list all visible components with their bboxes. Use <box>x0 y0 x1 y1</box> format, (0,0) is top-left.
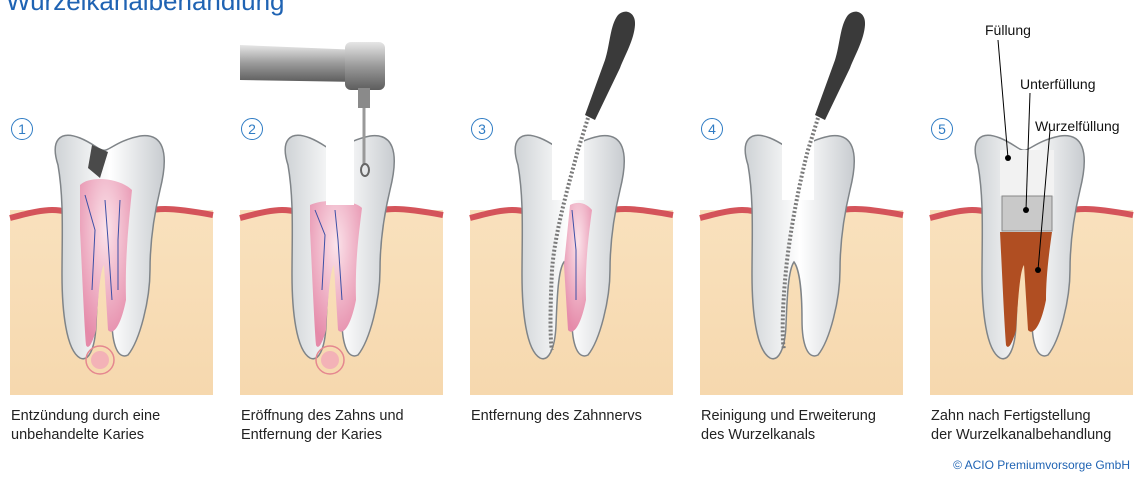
tooth-2-illustration <box>230 0 443 400</box>
label-fuellung: Füllung <box>985 22 1031 38</box>
panel-2: 2 Eröffnung des Zahns und Entfernung der… <box>230 0 443 477</box>
caption-line-2: unbehandelte Karies <box>11 426 223 445</box>
caption-line-1: Reinigung und Erweiterung <box>701 407 913 426</box>
caption: Zahn nach Fertigstellung der Wurzelkanal… <box>931 407 1136 445</box>
caption-line-2: Entfernung der Karies <box>241 426 453 445</box>
caption-line-1: Entfernung des Zahnnervs <box>471 407 683 426</box>
caption-line-1: Zahn nach Fertigstellung <box>931 407 1136 426</box>
caption: Entfernung des Zahnnervs <box>471 407 683 426</box>
caption-line-2: des Wurzelkanals <box>701 426 913 445</box>
tooth-4-illustration <box>690 0 903 400</box>
panel-1: 1 Entzündung durch eine unbehandelte Kar… <box>0 0 213 477</box>
tooth-5-illustration <box>920 0 1133 400</box>
step-number: 2 <box>241 118 263 140</box>
step-number: 5 <box>931 118 953 140</box>
caption: Entzündung durch eine unbehandelte Karie… <box>11 407 223 445</box>
step-number: 1 <box>11 118 33 140</box>
step-number: 4 <box>701 118 723 140</box>
label-unterfuellung: Unterfüllung <box>1020 76 1096 92</box>
caption: Reinigung und Erweiterung des Wurzelkana… <box>701 407 913 445</box>
caption: Eröffnung des Zahns und Entfernung der K… <box>241 407 453 445</box>
label-wurzelfuellung: Wurzelfüllung <box>1035 118 1120 134</box>
caption-line-1: Entzündung durch eine <box>11 407 223 426</box>
step-number: 3 <box>471 118 493 140</box>
panel-5: Füllung Unterfüllung Wurzelfüllung 5 Zah… <box>920 0 1133 477</box>
copyright-notice: © ACIO Premiumvorsorge GmbH <box>953 458 1130 472</box>
tooth-3-illustration <box>460 0 673 400</box>
caption-line-1: Eröffnung des Zahns und <box>241 407 453 426</box>
panel-4: 4 Reinigung und Erweiterung des Wurzelka… <box>690 0 903 477</box>
panel-3: 3 Entfernung des Zahnnervs <box>460 0 673 477</box>
caption-line-2: der Wurzelkanalbehandlung <box>931 426 1136 445</box>
tooth-1-illustration <box>0 0 213 400</box>
